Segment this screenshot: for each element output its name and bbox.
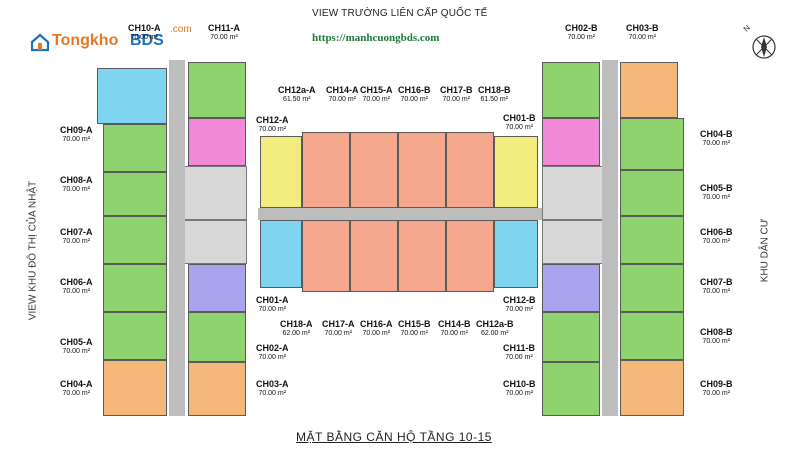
unit-ch17-a-room[interactable] — [302, 220, 350, 292]
brand-name-b: BDS — [130, 32, 164, 49]
brand-logo: Tongkho BDS .com — [30, 24, 230, 56]
unit-ch18-a-room[interactable] — [260, 220, 302, 288]
unit-ch11-a-room[interactable] — [188, 62, 246, 118]
right-tower — [540, 60, 690, 420]
right-corridor — [602, 60, 618, 416]
unit-ch16-a-room[interactable] — [350, 220, 398, 292]
unit-ch05-a-room[interactable] — [103, 312, 167, 360]
compass-icon — [752, 35, 776, 59]
unit-ch12a-a-room[interactable] — [260, 136, 302, 208]
center-corridor — [258, 208, 543, 220]
right-view-label: KHU DÂN CƯ — [759, 218, 771, 283]
left-core-top — [177, 166, 247, 220]
unit-ch10-a-room[interactable] — [97, 68, 167, 124]
unit-ch07-b-room[interactable] — [620, 264, 684, 312]
unit-ch07-a-room[interactable] — [103, 216, 167, 264]
unit-ch06-a-room[interactable] — [103, 264, 167, 312]
unit-ch08-a-room[interactable] — [103, 172, 167, 216]
unit-ch03-a-room[interactable] — [188, 362, 246, 416]
unit-ch01-a-room[interactable] — [188, 264, 246, 312]
unit-ch15-b-room[interactable] — [398, 220, 446, 292]
unit-ch14-a-room[interactable] — [302, 132, 350, 208]
unit-ch04-b-room[interactable] — [620, 118, 684, 170]
unit-ch01-b-room[interactable] — [542, 118, 600, 166]
unit-ch12-a-room[interactable] — [188, 118, 246, 166]
unit-ch02-a-room[interactable] — [188, 312, 246, 362]
left-corridor — [169, 60, 185, 416]
brand-tld: .com — [170, 24, 192, 35]
left-view-label: VIEW KHU ĐÔ THỊ CỦA NHẬT — [27, 180, 39, 321]
unit-ch10-b-room[interactable] — [542, 362, 600, 416]
floor-plan-title: MẶT BẰNG CĂN HỘ TẦNG 10-15 — [296, 430, 492, 444]
unit-ch17-b-room[interactable] — [446, 132, 494, 208]
unit-ch16-b-room[interactable] — [398, 132, 446, 208]
unit-ch02-b-room[interactable] — [542, 62, 600, 118]
left-core-mid — [177, 220, 247, 264]
top-view-label: VIEW TRƯỜNG LIÊN CẤP QUỐC TẾ — [312, 8, 488, 19]
unit-ch09-b-room[interactable] — [620, 360, 684, 416]
unit-ch05-b-room[interactable] — [620, 170, 684, 216]
right-core-mid — [542, 220, 612, 264]
unit-ch04-a-room[interactable] — [103, 360, 167, 416]
left-tower — [95, 60, 260, 420]
unit-ch11-b-room[interactable] — [542, 312, 600, 362]
unit-ch12a-b-room[interactable] — [494, 220, 538, 288]
unit-ch08-b-room[interactable] — [620, 312, 684, 360]
house-icon — [30, 33, 50, 52]
unit-ch18-b-room[interactable] — [494, 136, 538, 208]
unit-ch15-a-room[interactable] — [350, 132, 398, 208]
unit-ch03-b-room[interactable] — [620, 62, 678, 118]
brand-name-a: Tongkho — [52, 32, 119, 49]
unit-ch14-b-room[interactable] — [446, 220, 494, 292]
center-block — [258, 132, 543, 294]
unit-ch09-a-room[interactable] — [103, 124, 167, 172]
unit-ch06-b-room[interactable] — [620, 216, 684, 264]
website-url[interactable]: https://manhcuongbds.com — [312, 32, 440, 44]
unit-ch12-b-room[interactable] — [542, 264, 600, 312]
